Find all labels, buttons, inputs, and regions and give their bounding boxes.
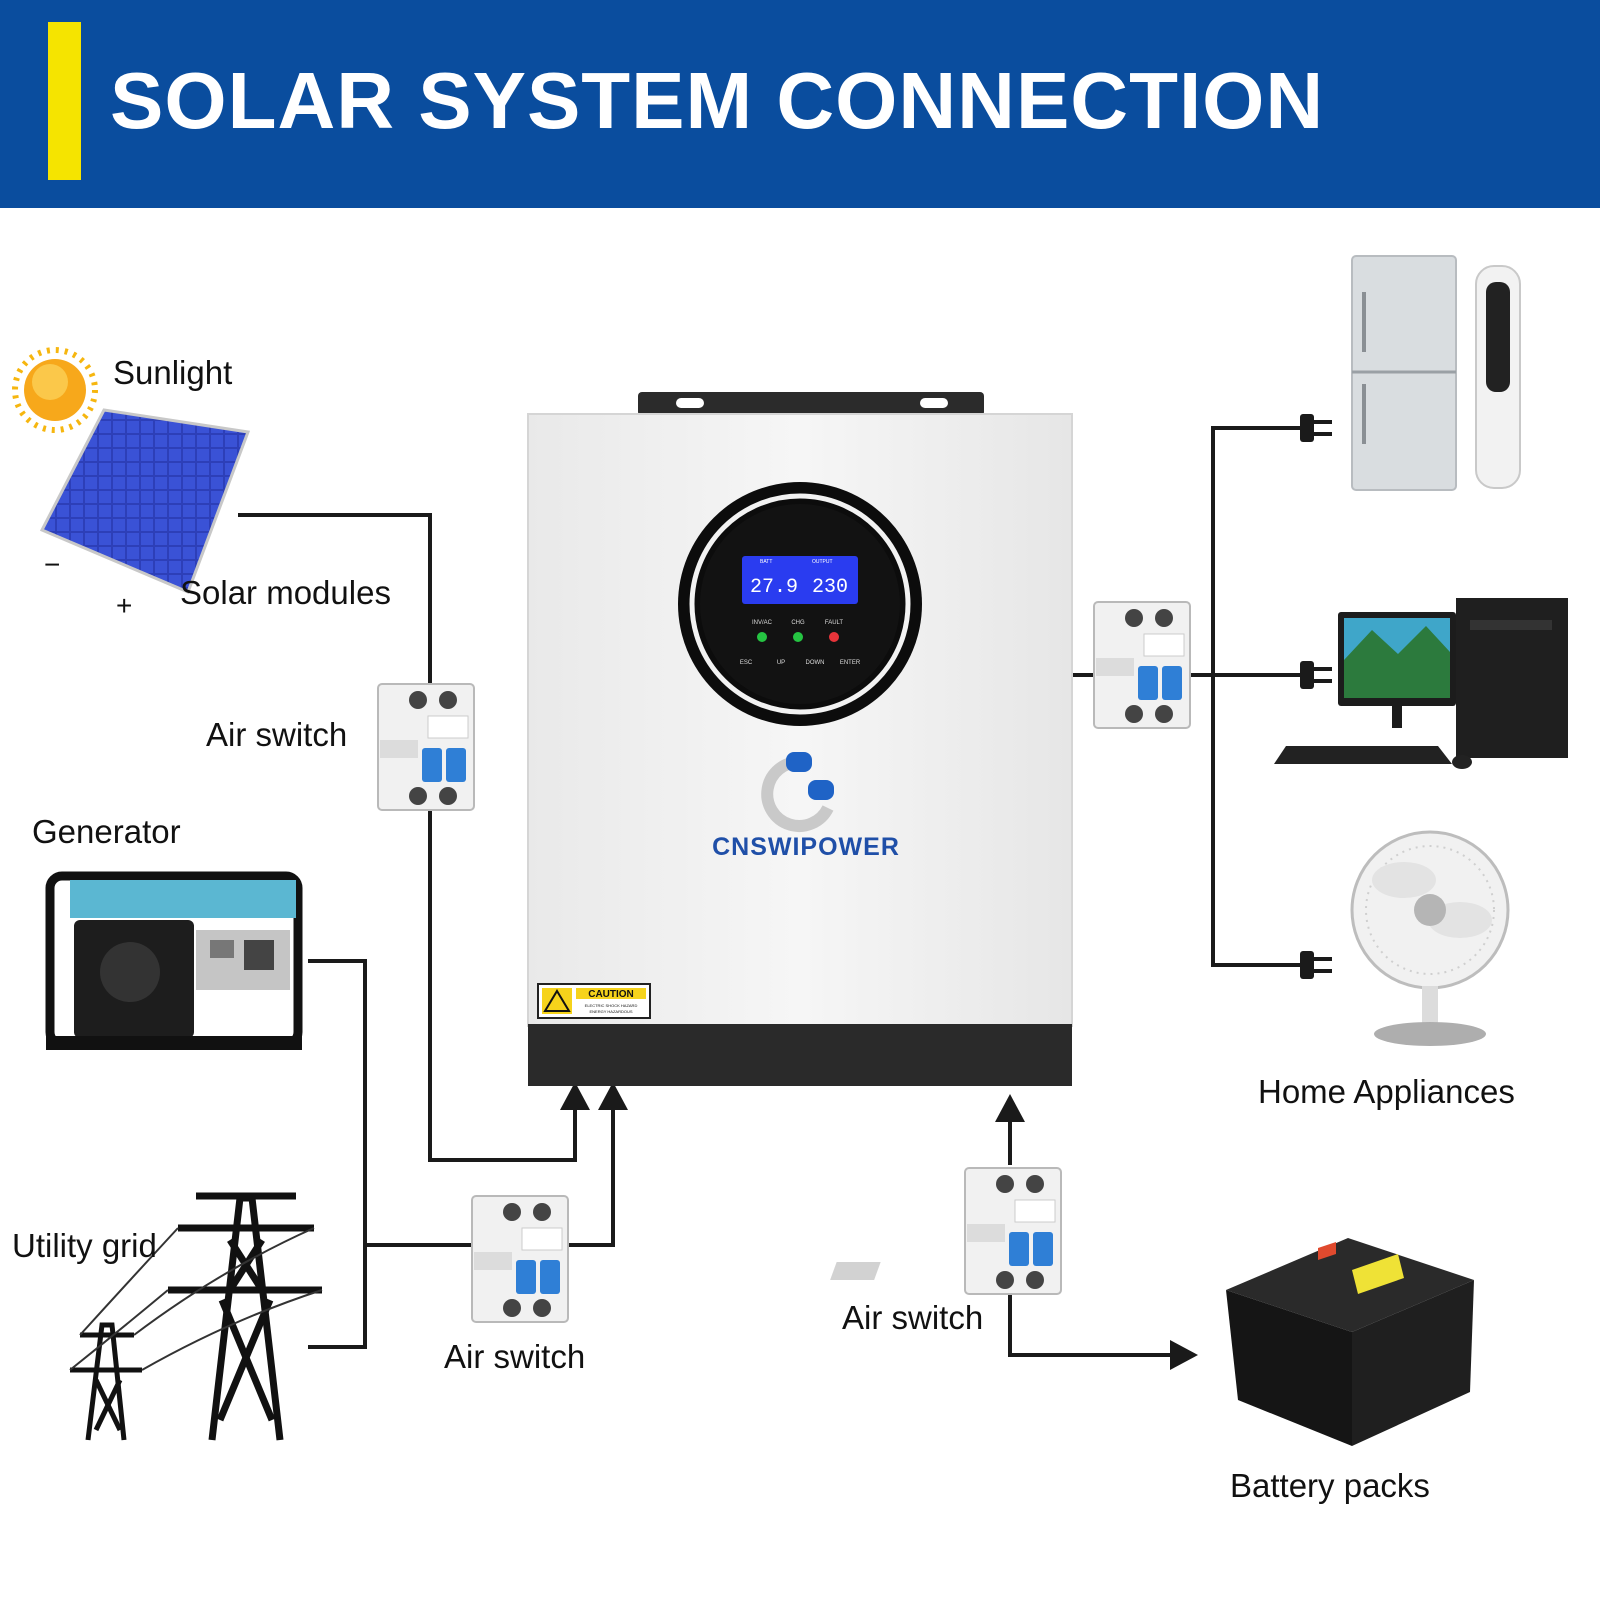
plugs: [1300, 414, 1332, 979]
sun-icon: [12, 347, 98, 433]
brand-logo-icon: [761, 752, 834, 832]
mounting-bracket: [638, 392, 984, 416]
led-label-fault: FAULT: [825, 620, 844, 626]
header-accent-bar: [48, 22, 81, 180]
inverter-device: [527, 392, 1073, 1086]
plug-icon: [1300, 661, 1332, 689]
wire-loads: [1211, 426, 1310, 967]
label-home-appliances: Home Appliances: [1258, 1073, 1515, 1110]
label-air-switch-grid: Air switch: [444, 1338, 586, 1375]
button-label-esc: ESC: [740, 660, 753, 666]
solar-panel-icon: [39, 408, 251, 594]
caution-line2: ENERGY HAZARDOUS: [589, 1009, 632, 1014]
refrigerator-icon: [1351, 255, 1457, 491]
led-chg: [793, 632, 803, 642]
arrows: [560, 1082, 1198, 1370]
label-generator: Generator: [32, 813, 181, 850]
page-title: SOLAR SYSTEM CONNECTION: [110, 56, 1325, 145]
computer-icon: [1274, 598, 1568, 769]
inverter-base: [528, 1024, 1072, 1086]
brand-name: CNSWIPOWER: [712, 833, 900, 861]
label-solar-modules: Solar modules: [180, 574, 391, 611]
label-plus: +: [116, 590, 133, 621]
arrow-battery-right: [1170, 1340, 1198, 1370]
label-minus: −: [44, 549, 61, 580]
small-tower-icon: [70, 1322, 142, 1441]
led-label-chg: CHG: [791, 620, 805, 626]
wire-grid-breaker-up: [565, 1110, 615, 1247]
led-label-inv: INV/AC: [752, 620, 773, 626]
air-switch-battery-icon: [964, 1167, 1062, 1295]
wire-solar: [238, 513, 577, 1162]
wires: [238, 426, 1310, 1357]
button-label-down: DOWN: [806, 660, 825, 666]
label-sunlight: Sunlight: [113, 354, 233, 391]
led-inv: [757, 632, 767, 642]
plug-icon: [1300, 951, 1332, 979]
header-banner: SOLAR SYSTEM CONNECTION: [0, 0, 1600, 208]
led-fault: [829, 632, 839, 642]
label-air-switch-battery: Air switch: [842, 1299, 984, 1336]
air-switch-load-icon: [1093, 601, 1191, 729]
tower-fan-icon: [1475, 265, 1521, 489]
caution-line1: ELECTRIC SHOCK HAZARD: [585, 1003, 638, 1008]
button-label-enter: ENTER: [840, 660, 861, 666]
lcd-right-tag: OUTPUT: [812, 559, 833, 565]
plug-icon: [1300, 414, 1332, 442]
air-switch-grid-icon: [471, 1195, 569, 1323]
wire-battery-out: [1008, 1295, 1170, 1357]
label-air-switch-solar: Air switch: [206, 716, 348, 753]
wire-generator: [308, 959, 367, 1349]
power-lines: [69, 1227, 323, 1371]
warning-icon: [543, 989, 571, 1012]
desk-fan-icon: [1350, 830, 1510, 1046]
generator-icon: [45, 871, 303, 1050]
caution-title: CAUTION: [588, 989, 634, 1000]
arrow-solar-up: [560, 1082, 590, 1110]
battery-pack-icon: [830, 1238, 1474, 1446]
air-switch-solar-icon: [377, 683, 475, 811]
label-battery-packs: Battery packs: [1230, 1467, 1430, 1504]
lcd-left-value: 27.9: [750, 576, 798, 599]
utility-tower-icon: [168, 1192, 322, 1441]
lcd-screen: [742, 556, 858, 604]
lcd-left-tag: BATT: [760, 559, 772, 565]
arrow-battery-up: [995, 1094, 1025, 1122]
arrow-grid-up: [598, 1082, 628, 1110]
label-utility-grid: Utility grid: [12, 1227, 157, 1264]
lcd-right-value: 230: [812, 576, 848, 599]
button-label-up: UP: [777, 660, 785, 666]
